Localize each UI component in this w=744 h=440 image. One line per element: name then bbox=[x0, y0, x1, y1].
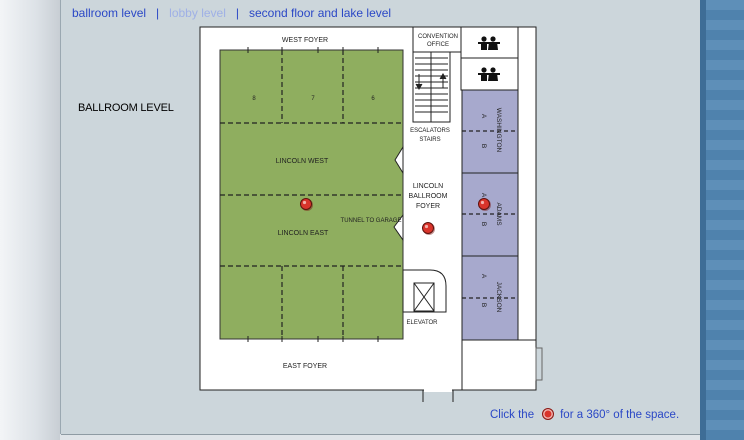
elevator-icon bbox=[402, 269, 447, 313]
meeting-room-walls bbox=[462, 172, 518, 257]
tunnel-label: TUNNEL TO GARAGE bbox=[341, 218, 402, 224]
convention-office-label: CONVENTION bbox=[418, 34, 458, 40]
west-foyer-label: WEST FOYER bbox=[282, 37, 328, 44]
lincoln-west-label: LINCOLN WEST bbox=[276, 158, 329, 165]
level-navigation: ballroom level | lobby level | second floor … bbox=[72, 6, 391, 20]
view-360-hotspot-adams[interactable] bbox=[478, 198, 492, 212]
section-8-label: 8 bbox=[252, 96, 256, 102]
room-a-label: A bbox=[480, 274, 487, 279]
adams-label: ADAMS bbox=[495, 202, 502, 226]
room-b-label: B bbox=[480, 144, 487, 148]
foyer-label: FOYER bbox=[416, 203, 440, 210]
room-b-label: B bbox=[480, 303, 487, 307]
room-a-label: A bbox=[480, 193, 487, 198]
nav-separator: | bbox=[156, 6, 160, 20]
hotspot-legend-icon bbox=[542, 408, 555, 420]
east-foyer-label: EAST FOYER bbox=[283, 363, 327, 370]
lincoln-east-label: LINCOLN EAST bbox=[278, 230, 329, 237]
jackson-label: JACKSON bbox=[495, 282, 502, 313]
level-title: BALLROOM LEVEL bbox=[78, 102, 174, 114]
foyer-label: BALLROOM bbox=[409, 193, 448, 200]
nav-separator: | bbox=[235, 6, 239, 20]
click-hint-prefix: Click the bbox=[490, 409, 535, 421]
escalators-label: ESCALATORS bbox=[410, 128, 450, 134]
view-360-hotspot-foyer[interactable] bbox=[422, 222, 436, 236]
washington-label: WASHINGTON bbox=[495, 108, 502, 153]
nav-ballroom-level-link[interactable]: ballroom level bbox=[72, 6, 147, 20]
meeting-rooms-area bbox=[461, 89, 519, 341]
room-b-label: B bbox=[480, 222, 487, 226]
click-hint: Click the for a 360° of the space. bbox=[490, 408, 679, 421]
restroom-icon bbox=[478, 36, 500, 81]
elevator-label: ELEVATOR bbox=[406, 320, 438, 326]
foyer-wall bbox=[393, 213, 404, 242]
room-a-label: A bbox=[480, 114, 487, 119]
view-360-hotspot-lincoln[interactable] bbox=[300, 198, 314, 212]
left-gradient-strip bbox=[0, 0, 60, 440]
foyer-label: LINCOLN bbox=[413, 183, 443, 190]
entrance-gap bbox=[424, 389, 452, 392]
click-hint-suffix: for a 360° of the space. bbox=[560, 409, 680, 421]
section-6-label: 6 bbox=[371, 96, 375, 102]
section-7-label: 7 bbox=[311, 96, 315, 102]
nav-second-floor-link[interactable]: second floor and lake level bbox=[249, 6, 392, 20]
right-striped-border bbox=[700, 0, 744, 440]
escalators-icon bbox=[412, 51, 451, 123]
convention-office-label: OFFICE bbox=[427, 42, 449, 48]
nav-lobby-level-link[interactable]: lobby level bbox=[169, 6, 226, 20]
convention-office bbox=[412, 26, 462, 53]
partition-lines bbox=[220, 50, 403, 339]
meeting-room-partitions bbox=[462, 130, 518, 299]
side-door bbox=[535, 347, 543, 381]
stairs-label: STAIRS bbox=[419, 137, 440, 143]
foyer-wall bbox=[394, 145, 404, 175]
